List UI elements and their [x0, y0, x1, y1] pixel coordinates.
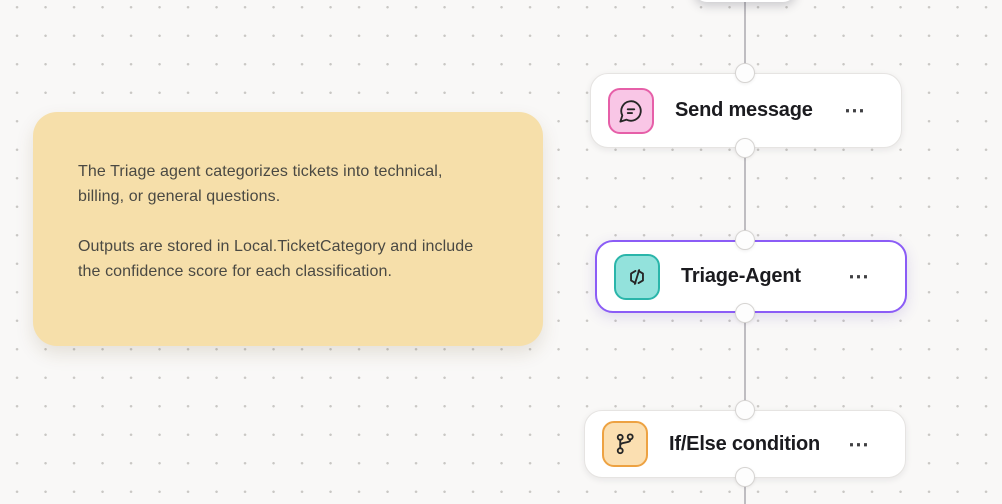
sticky-note-paragraph: Outputs are stored in Local.TicketCatego… — [78, 238, 474, 280]
connection-port[interactable] — [735, 230, 755, 250]
node-label: If/Else condition — [669, 432, 821, 455]
node-if-else-condition[interactable]: If/Else condition ⋯ — [584, 410, 906, 478]
sticky-note-paragraph: The Triage agent categorizes tickets int… — [78, 163, 443, 205]
connection-port[interactable] — [735, 63, 755, 83]
branch-icon — [602, 421, 648, 467]
more-options-button[interactable]: ⋯ — [844, 99, 865, 122]
connection-port[interactable] — [735, 400, 755, 420]
sticky-note[interactable]: The Triage agent categorizes tickets int… — [33, 112, 543, 346]
offscreen-node-edge — [694, 0, 796, 2]
node-send-message[interactable]: Send message ⋯ — [590, 73, 902, 148]
node-label: Send message — [675, 99, 813, 121]
connection-port[interactable] — [735, 467, 755, 487]
more-options-button[interactable]: ⋯ — [848, 432, 869, 456]
connection-port[interactable] — [735, 303, 755, 323]
connection-port[interactable] — [735, 138, 755, 158]
agent-code-icon — [614, 253, 660, 300]
chat-bubble-icon — [608, 87, 654, 134]
more-options-button[interactable]: ⋯ — [848, 265, 869, 288]
node-label: Triage-Agent — [681, 265, 801, 287]
node-triage-agent[interactable]: Triage-Agent ⋯ — [595, 240, 907, 313]
